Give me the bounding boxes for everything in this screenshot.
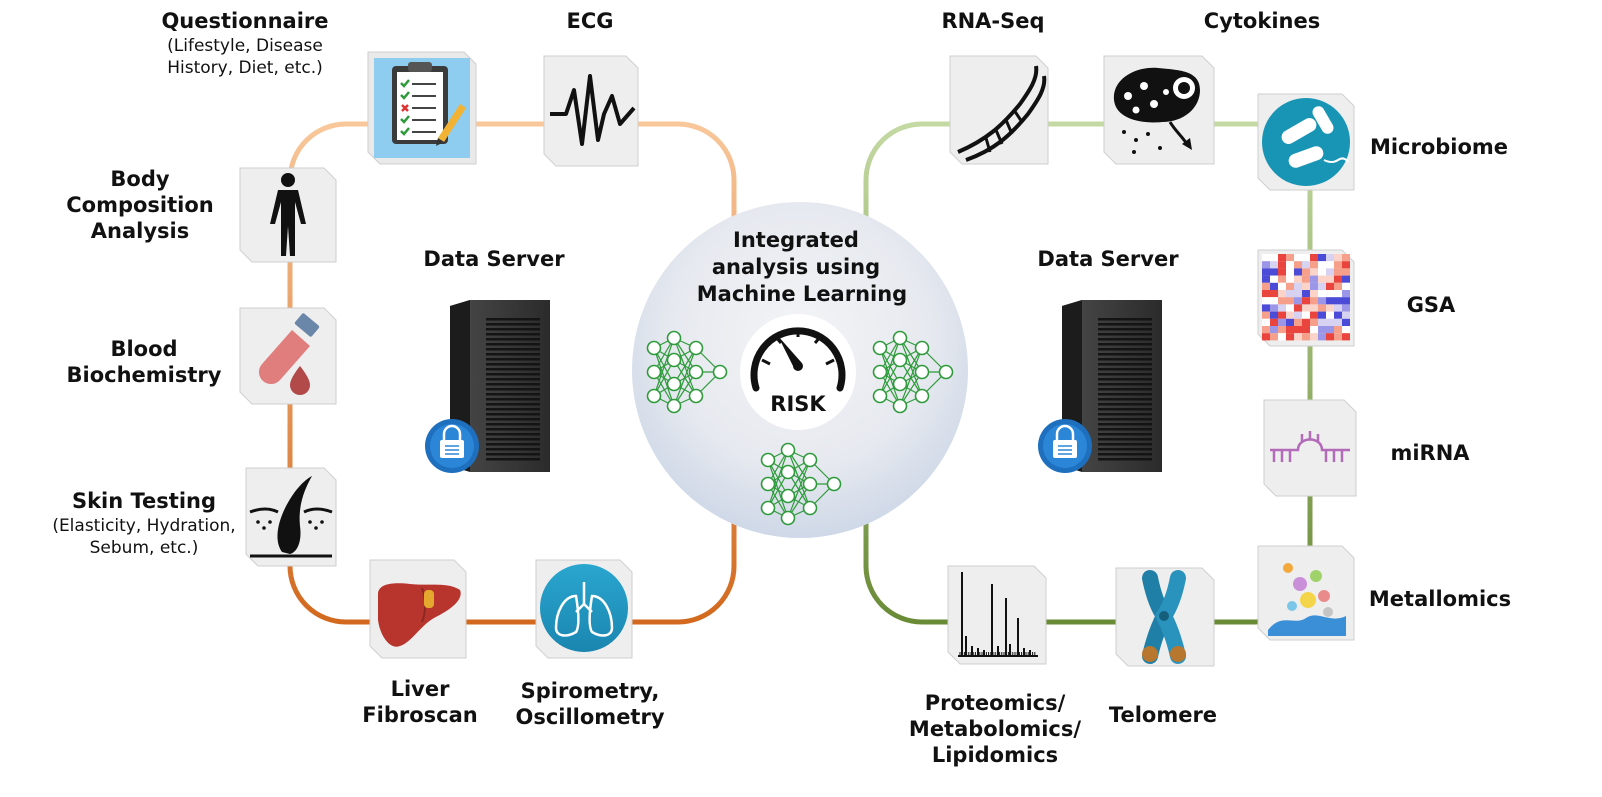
liver-line-1: Liver <box>390 677 450 701</box>
proteomics-line-1: Proteomics/ <box>924 691 1066 715</box>
blood-line-1: Blood <box>110 337 178 361</box>
left-server-label: Data Server <box>423 247 565 271</box>
mirna-tile <box>1263 399 1357 497</box>
risk-label: RISK <box>770 392 826 416</box>
gsa-label: GSA <box>1406 293 1456 317</box>
liver-icon <box>378 583 461 647</box>
telomere-label: Telomere <box>1108 703 1218 727</box>
hair-follicle-icon <box>249 476 333 558</box>
rnaseq-label: RNA-Seq <box>941 9 1045 33</box>
metallomics-label: Metallomics <box>1368 587 1512 611</box>
microbiome-tile <box>1257 93 1355 191</box>
gsa-tile <box>1257 249 1355 347</box>
rnaseq-tile <box>949 55 1049 165</box>
skin-sub-line-1: (Elasticity, Hydration, <box>52 516 236 536</box>
blood-line-2: Biochemistry <box>66 363 222 387</box>
test-tube-blood-icon <box>258 313 320 395</box>
cytokines-tile <box>1103 55 1215 165</box>
rna-strand-icon <box>957 65 1047 162</box>
proteomics-line-2: Metabolomics/ <box>908 717 1082 741</box>
ecg-tile <box>543 55 639 167</box>
proteomics-label: Proteomics/ Metabolomics/ Lipidomics <box>898 690 1092 768</box>
body-composition-line-2: Composition <box>66 193 214 217</box>
skin-title: Skin Testing <box>71 489 217 513</box>
body-composition-line-3: Analysis <box>90 219 190 243</box>
liver-line-2: Fibroscan <box>362 703 478 727</box>
chromosome-icon <box>1142 570 1186 664</box>
cytokines-label: Cytokines <box>1203 9 1321 33</box>
mirna-label: miRNA <box>1390 441 1470 465</box>
mass-spectrum-icon <box>958 572 1038 657</box>
blood-tile <box>239 307 337 405</box>
spirometry-line-1: Spirometry, <box>520 679 660 703</box>
questionnaire-label: Questionnaire (Lifestyle, Disease Histor… <box>140 8 350 79</box>
skin-label: Skin Testing (Elasticity, Hydration, Seb… <box>34 488 254 559</box>
lock-icon <box>425 419 479 473</box>
microbiome-label: Microbiome <box>1369 135 1509 159</box>
body-composition-label: Body Composition Analysis <box>40 166 240 244</box>
telomere-tile <box>1115 567 1215 667</box>
lock-icon <box>1038 419 1092 473</box>
ecg-waveform-icon <box>550 74 636 146</box>
skin-tile <box>245 467 337 567</box>
spirometry-tile <box>535 559 633 659</box>
neural-network-icon <box>760 442 842 526</box>
neural-network-icon <box>646 330 728 414</box>
heatmap-icon <box>1262 254 1350 341</box>
ml-title-line-3: Machine Learning <box>697 282 907 306</box>
questionnaire-sub-line-2: History, Diet, etc.) <box>167 58 323 78</box>
spirometry-line-2: Oscillometry <box>515 705 665 729</box>
cytokine-cell-icon <box>1113 67 1200 154</box>
questionnaire-tile <box>367 51 477 165</box>
questionnaire-sub-line-1: (Lifestyle, Disease <box>167 36 323 56</box>
ml-title-line-1: Integrated <box>733 228 859 252</box>
liver-tile <box>369 559 467 659</box>
blood-label: Blood Biochemistry <box>44 336 244 388</box>
proteomics-line-3: Lipidomics <box>931 743 1059 767</box>
skin-sub-line-2: Sebum, etc.) <box>89 538 199 558</box>
questionnaire-title: Questionnaire <box>161 9 329 33</box>
proteomics-tile <box>947 565 1047 665</box>
human-silhouette-icon <box>270 173 306 256</box>
clipboard-checklist-icon <box>392 62 466 146</box>
metallomics-tile <box>1257 545 1355 641</box>
mirna-hairpin-icon <box>1270 431 1350 462</box>
body-composition-line-1: Body <box>110 167 170 191</box>
ml-title-line-2: analysis using <box>712 255 880 279</box>
liver-label: Liver Fibroscan <box>350 676 490 728</box>
lungs-icon <box>540 564 628 652</box>
body-composition-tile <box>239 167 337 263</box>
spirometry-label: Spirometry, Oscillometry <box>500 678 680 730</box>
risk-gauge-icon <box>740 314 856 430</box>
neural-network-icon <box>872 330 954 414</box>
bacteria-icon <box>1262 98 1350 186</box>
right-server-label: Data Server <box>1037 247 1179 271</box>
ecg-label: ECG <box>566 9 614 33</box>
metal-elements-icon <box>1268 563 1346 636</box>
